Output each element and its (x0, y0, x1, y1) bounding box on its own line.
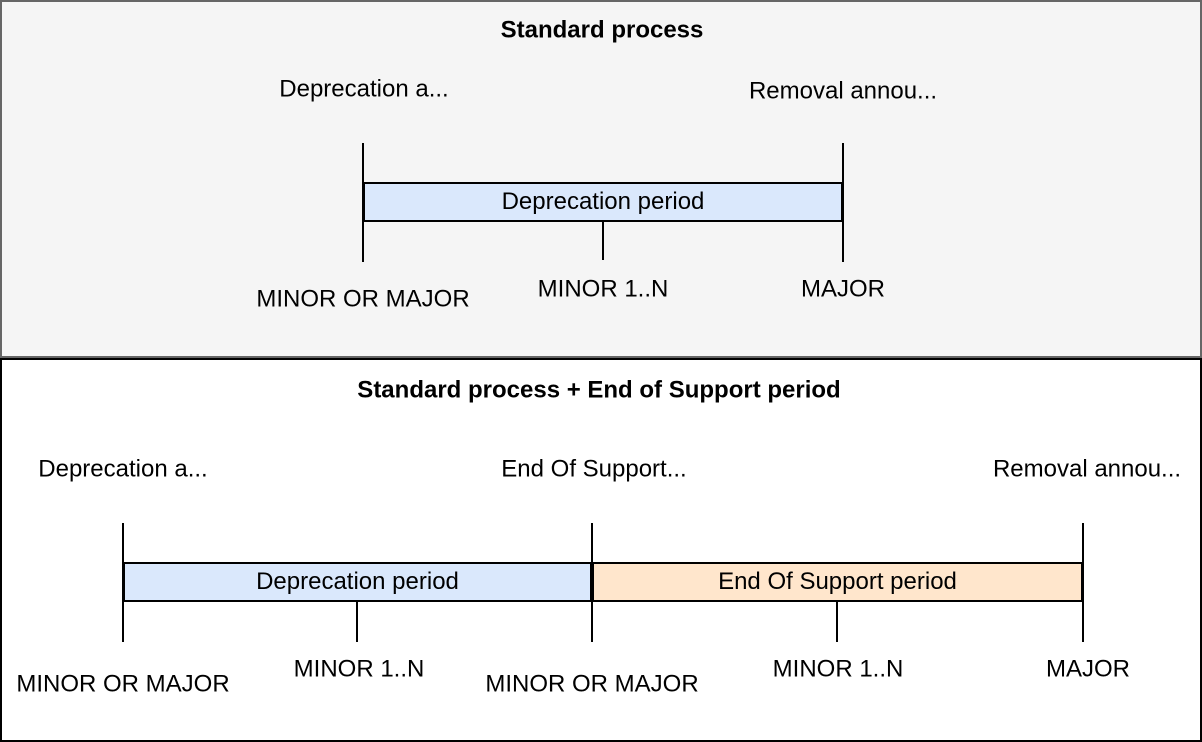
milestone-minor-1-n: MINOR 1..N (293, 655, 425, 683)
timeline-tick-middle-deprecation (356, 602, 358, 642)
milestone-minor-or-major: MINOR OR MAJOR (256, 285, 470, 313)
timeline-tick-middle-eos (836, 602, 838, 642)
milestone-major: MAJOR (801, 275, 885, 303)
panel-standard-process-eos: Standard process + End of Support period… (0, 358, 1202, 742)
end-of-support-period-bar: End Of Support period (592, 562, 1083, 602)
timeline-tick-middle (602, 222, 604, 260)
milestone-minor-1-n: MINOR 1..N (537, 275, 669, 303)
milestone-major: MAJOR (1046, 655, 1130, 683)
deprecation-period-bar: Deprecation period (363, 182, 843, 222)
end-of-support-period-bar-label: End Of Support period (718, 568, 957, 595)
annotation-end-of-support: End Of Support... (501, 455, 687, 483)
deprecation-period-bar-label: Deprecation period (501, 188, 705, 215)
timeline-tick-end (842, 143, 844, 262)
annotation-removal-announcement: Removal annou... (748, 77, 938, 105)
milestone-minor-or-major-2: MINOR OR MAJOR (485, 670, 699, 698)
annotation-deprecation-announcement: Deprecation a... (38, 455, 208, 483)
milestone-minor-or-major: MINOR OR MAJOR (16, 670, 230, 698)
deprecation-period-bar-label: Deprecation period (256, 568, 459, 595)
annotation-removal-announcement: Removal annou... (992, 455, 1182, 483)
timeline-tick-end (1082, 523, 1084, 642)
panel-title: Standard process (500, 16, 704, 44)
panel-standard-process: Standard process Deprecation a... Remova… (0, 0, 1202, 358)
deprecation-period-bar: Deprecation period (123, 562, 592, 602)
annotation-deprecation-announcement: Deprecation a... (279, 75, 449, 103)
milestone-minor-1-n-2: MINOR 1..N (772, 655, 904, 683)
panel-title: Standard process + End of Support period (357, 376, 841, 404)
